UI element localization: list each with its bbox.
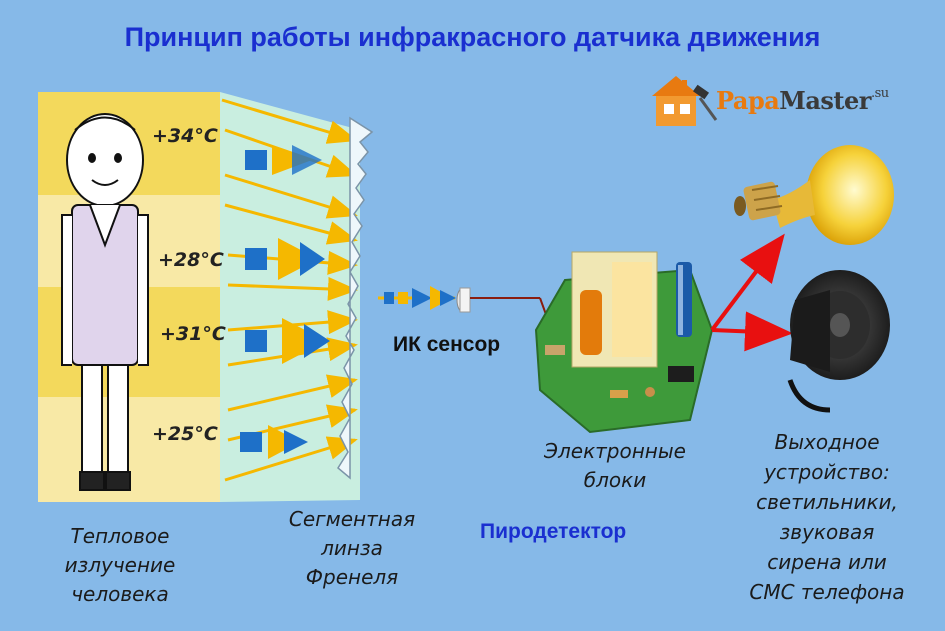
- label-human-line1: Тепловое: [70, 524, 170, 548]
- house-hammer-icon: [652, 76, 718, 126]
- label-lens-line1: Сегментная: [288, 507, 416, 531]
- label-fresnel-lens: Сегментная линза Френеля: [262, 505, 442, 592]
- label-output-line6: СМС телефона: [749, 580, 905, 604]
- label-human-line3: человека: [71, 582, 169, 606]
- label-lens-line3: Френеля: [305, 565, 399, 589]
- logo-part2: Master: [779, 86, 871, 115]
- temp-label-4: +25°C: [152, 423, 218, 445]
- ir-sensor-icon: [456, 287, 549, 321]
- label-ir-sensor: ИК сенсор: [393, 333, 501, 356]
- label-output-line2: устройство:: [764, 460, 890, 484]
- siren-horn-icon: [787, 270, 890, 413]
- ir-sensor-beam: [378, 286, 456, 310]
- temp-label-1: +34°C: [152, 125, 218, 147]
- logo-part1: Papa: [716, 86, 780, 115]
- label-human-radiation: Тепловое излучение человека: [35, 522, 205, 609]
- logo[interactable]: PapaMaster.su: [716, 86, 889, 115]
- label-output-device: Выходное устройство: светильники, звуков…: [722, 427, 932, 607]
- label-pyrodetector: Пиродетектор: [480, 520, 627, 543]
- page-title: Принцип работы инфракрасного датчика дви…: [124, 22, 821, 52]
- logo-suffix: .su: [870, 86, 889, 101]
- label-electronics: Электронные блоки: [520, 437, 710, 495]
- label-electronics-line2: блоки: [583, 468, 647, 492]
- temp-label-2: +28°C: [158, 249, 224, 271]
- light-bulb-icon: [734, 145, 894, 245]
- electronic-board-icon: [534, 251, 714, 434]
- label-lens-line2: линза: [321, 536, 383, 560]
- label-output-line3: светильники,: [756, 490, 898, 514]
- fresnel-lens-icon: [337, 116, 374, 480]
- label-human-line2: излучение: [64, 553, 176, 577]
- output-arrows: [710, 233, 793, 352]
- lens-region: [220, 92, 360, 502]
- label-electronics-line1: Электронные: [544, 439, 686, 463]
- label-output-line4: звуковая: [779, 520, 875, 544]
- label-output-line1: Выходное: [774, 430, 880, 454]
- human-figure-icon: [61, 113, 149, 491]
- label-output-line5: сирена или: [767, 550, 887, 574]
- ir-wave-packets: [240, 145, 330, 459]
- temp-label-3: +31°C: [160, 323, 226, 345]
